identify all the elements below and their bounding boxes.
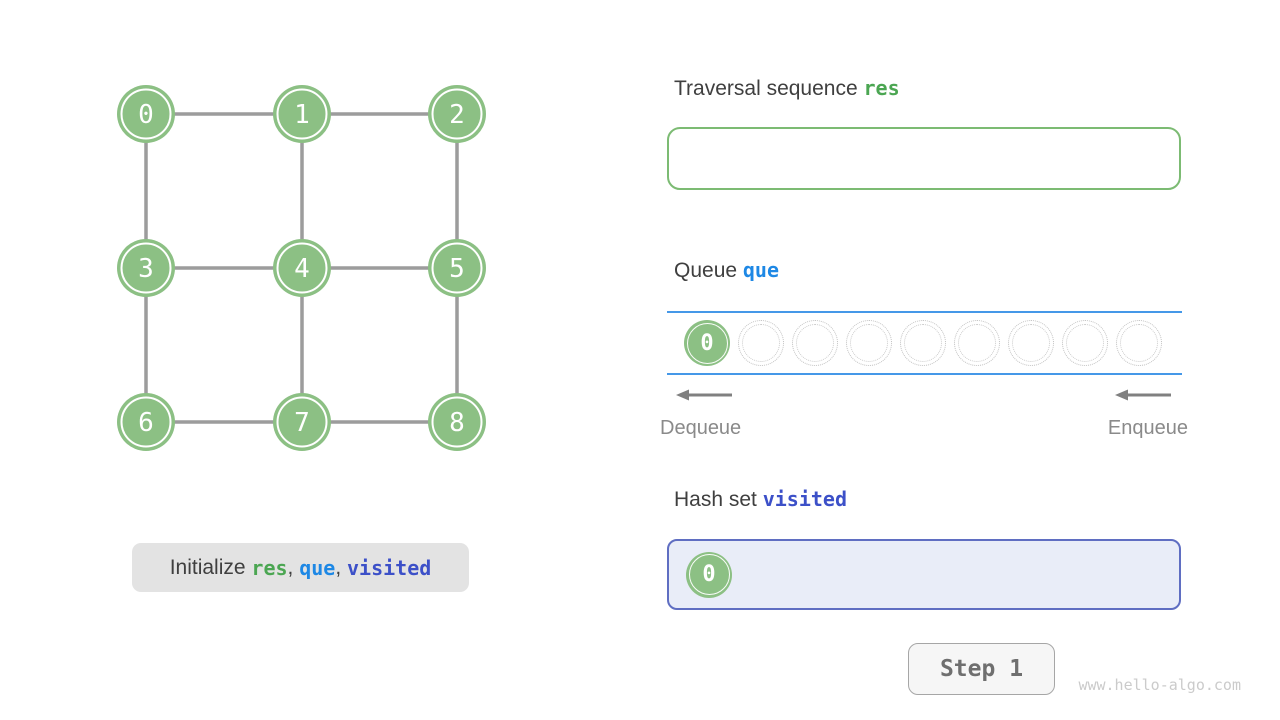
queue-empty-slot [846, 320, 892, 366]
dequeue-arrow-icon [676, 389, 732, 401]
code-token: visited [347, 555, 432, 580]
queue-empty-slot [1062, 320, 1108, 366]
step-caption: Initialize res, que, visited [132, 543, 469, 592]
graph-node: 6 [117, 393, 175, 451]
queue-empty-slot [1008, 320, 1054, 366]
traversal-box [667, 127, 1181, 190]
queue-empty-slot [900, 320, 946, 366]
enqueue-arrow-icon [1115, 389, 1171, 401]
graph-node-label: 1 [294, 100, 310, 130]
text-segment: , [287, 555, 300, 579]
graph-node: 0 [117, 85, 175, 143]
queue-heading: Queue que [674, 258, 779, 283]
text-segment: Traversal sequence [674, 77, 864, 100]
queue-item-value: 0 [700, 330, 714, 356]
code-token: visited [762, 487, 848, 511]
graph-node: 8 [428, 393, 486, 451]
graph-node-label: 5 [449, 254, 465, 284]
hashset-item-value: 0 [702, 562, 716, 587]
text-segment: Hash set [674, 488, 763, 511]
queue-item: 0 [684, 320, 730, 366]
graph-node: 5 [428, 239, 486, 297]
graph-node: 4 [273, 239, 331, 297]
enqueue-label: Enqueue [1107, 417, 1188, 439]
queue-strip: 0 [667, 311, 1182, 375]
queue-empty-slot [954, 320, 1000, 366]
queue-empty-slot [738, 320, 784, 366]
queue-empty-slot [1116, 320, 1162, 366]
graph-node-label: 7 [294, 408, 310, 438]
graph-node: 3 [117, 239, 175, 297]
text-segment: Queue [674, 259, 743, 282]
graph-node: 1 [273, 85, 331, 143]
graph-node-label: 8 [449, 408, 465, 438]
traversal-heading: Traversal sequence res [674, 76, 900, 101]
graph-node-label: 4 [294, 254, 310, 284]
code-token: res [863, 76, 900, 100]
text-segment: Initialize [169, 555, 252, 579]
code-token: res [251, 555, 288, 580]
hashset-box: 0 [667, 539, 1181, 610]
step-button[interactable]: Step 1 [908, 643, 1055, 695]
graph-node-label: 0 [138, 100, 154, 130]
graph-node: 2 [428, 85, 486, 143]
hashset-heading: Hash set visited [674, 487, 847, 512]
code-token: que [742, 258, 780, 282]
hashset-item: 0 [686, 551, 732, 598]
graph-node: 7 [273, 393, 331, 451]
text-segment: , [335, 555, 347, 579]
dequeue-label: Dequeue [660, 417, 742, 439]
graph-node-label: 3 [138, 254, 154, 284]
queue-empty-slot [792, 320, 838, 366]
graph-node-label: 2 [449, 100, 465, 130]
graph-svg: 0 1 2 3 4 5 6 7 8 [117, 85, 486, 451]
graph-node-label: 6 [138, 408, 154, 438]
code-token: que [299, 555, 336, 580]
watermark: www.hello-algo.com [1078, 676, 1241, 694]
